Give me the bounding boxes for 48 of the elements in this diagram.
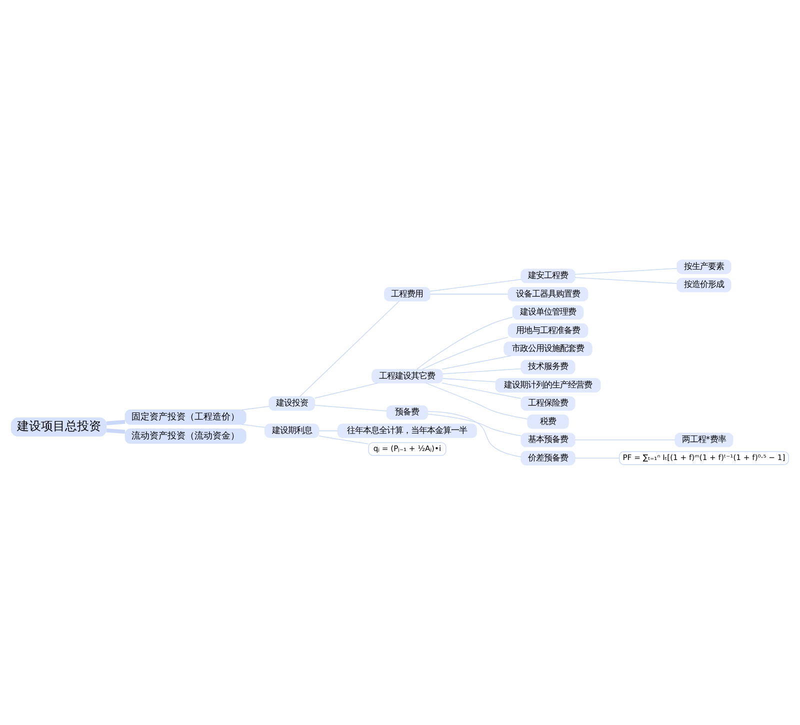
node-box: 价差预备费 (520, 450, 576, 466)
connector (314, 382, 378, 399)
connector (299, 300, 400, 398)
connector (106, 428, 126, 434)
connector (427, 414, 522, 436)
node-box: 流动资产投资（流动资金） (124, 428, 246, 444)
node-box: 按造价形成 (676, 278, 732, 292)
connector (241, 406, 270, 410)
connector (574, 268, 678, 275)
node-box: 税费 (527, 414, 569, 429)
node-box: 往年本息全计算，当年本金算一半 (337, 424, 478, 438)
connector (428, 411, 522, 458)
connector (574, 277, 678, 284)
connector (416, 316, 513, 370)
node-box: 用地与工程准备费 (508, 323, 588, 338)
node-box: 按生产要素 (676, 260, 732, 274)
node-box: 预备费 (386, 405, 428, 420)
connector (422, 336, 508, 370)
connector (106, 420, 126, 426)
connector (430, 294, 508, 295)
node-box: PF = ∑ₜ₌₁ⁿ Iₜ[(1 + f)ᵐ(1 + f)ᵗ⁻¹(1 + f)⁰·⁵ − 1] (618, 451, 789, 465)
node-box: qⱼ = (Pⱼ₋₁ + ½Aⱼ)•i (368, 442, 446, 456)
node-box: 建设单位管理费 (512, 305, 584, 320)
node-box: 固定资产投资（工程造价） (124, 410, 246, 425)
connector (241, 424, 266, 428)
connector (314, 404, 387, 412)
node-box: 工程费用 (384, 286, 430, 302)
node-box: 技术服务费 (520, 360, 576, 374)
connector (442, 382, 522, 399)
connector (442, 355, 512, 370)
node-box: 建设投资 (268, 396, 315, 411)
connector (318, 435, 369, 444)
connector (574, 458, 620, 459)
connector (425, 382, 528, 420)
node-box: 两工程*费率 (674, 432, 734, 448)
node-box: 工程保险费 (520, 396, 576, 411)
connector (442, 368, 522, 374)
node-box: 建设期计列的生产经营费 (495, 378, 601, 392)
node-box: 建设项目总投资 (11, 418, 107, 436)
node-box: 建安工程费 (520, 268, 576, 284)
connector (318, 430, 338, 432)
connector (430, 279, 522, 292)
node-box: 工程建设其它费 (372, 368, 443, 384)
node-box: 市政公用设施配套费 (504, 342, 592, 356)
connector (442, 378, 496, 382)
node-box: 设备工器具购置费 (508, 286, 588, 302)
node-box: 基本预备费 (520, 432, 576, 448)
node-box: 建设期利息 (264, 424, 320, 438)
